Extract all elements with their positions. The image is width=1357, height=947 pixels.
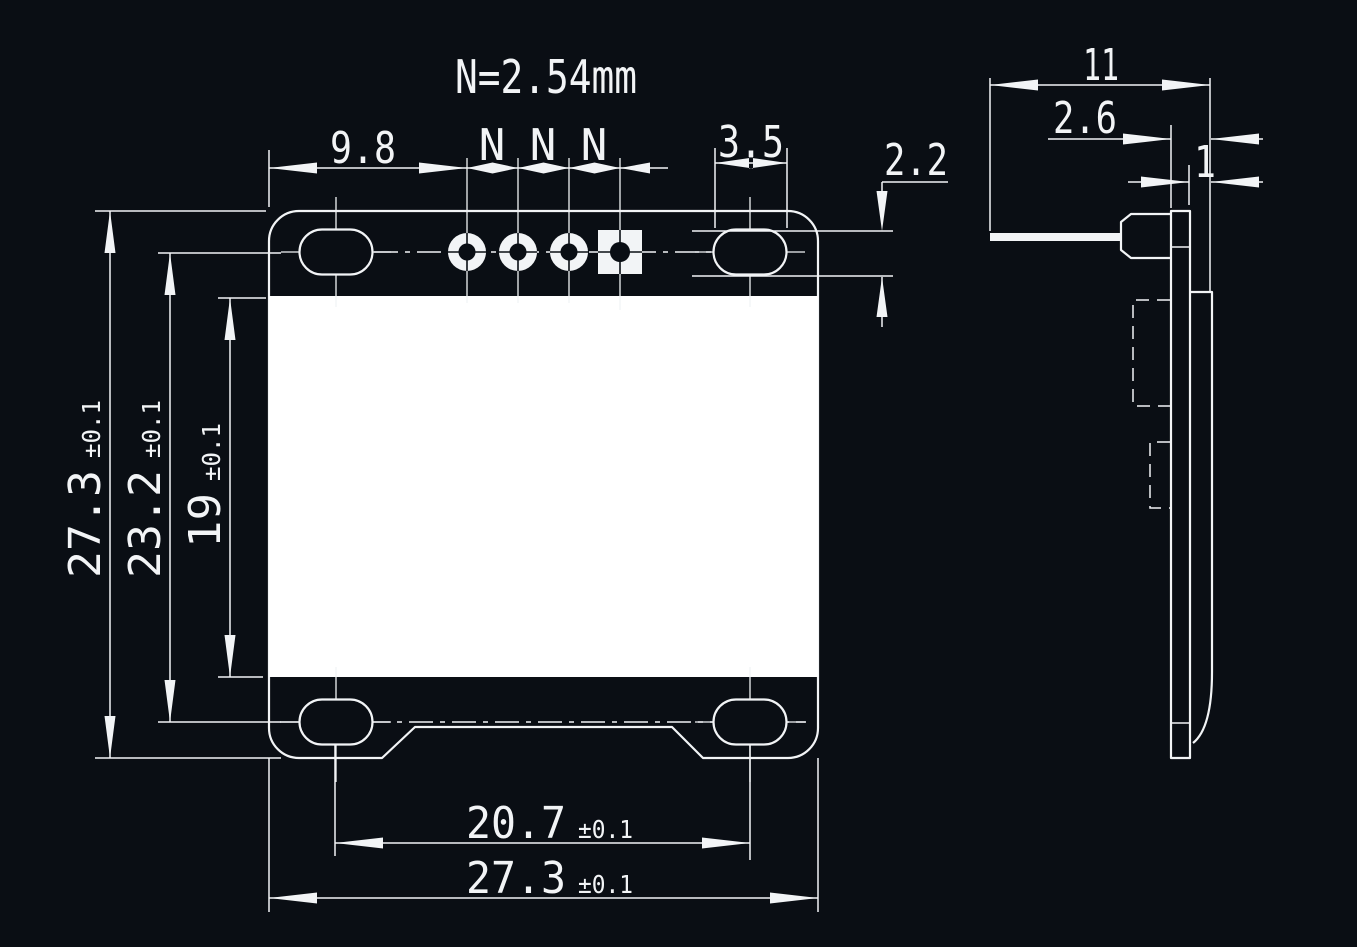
dim-bottom: 20.7 ±0.1 27.3 ±0.1: [268, 745, 819, 912]
hidden-component-large: [1132, 299, 1170, 407]
display-active-area: [269, 296, 818, 677]
pin-hole-2: [509, 243, 527, 261]
dim-slot-width: 3.5: [718, 117, 784, 168]
mounting-slot-bottom-left: [298, 698, 374, 746]
dim-hole-span-value: 20.7: [466, 798, 566, 849]
mounting-slot-bottom-right: [712, 698, 788, 746]
dim-panel-thickness: 1: [1194, 137, 1216, 188]
pin-hole-1: [458, 243, 476, 261]
pin-hole-3: [560, 243, 578, 261]
dim-pin-to-hole-row: 23.2 ±0.1: [120, 400, 171, 578]
front-view: 9.8 N N N 3.5 2.2 27.3 ±0.1: [60, 117, 948, 912]
dim-pin-to-hole-row-tol: ±0.1: [137, 400, 166, 458]
pin-hole-4: [610, 242, 630, 262]
dim-overall-width-value: 27.3: [466, 853, 566, 904]
dim-edge-to-pin1: 9.8: [330, 123, 396, 174]
dim-overall-height-value: 27.3: [60, 470, 111, 578]
dim-pitch-n1: N: [479, 120, 506, 171]
pcb-side-seams: [1171, 246, 1190, 724]
dim-top: 9.8 N N N 3.5: [268, 117, 788, 228]
dim-hole-span-tol: ±0.1: [578, 815, 633, 844]
dim-display-height-value: 19: [180, 493, 231, 548]
dim-display-height: 19 ±0.1: [180, 423, 231, 548]
mounting-slot-top-left: [298, 228, 374, 276]
pcb-side-profile: [1169, 209, 1192, 760]
dim-slot-height: 2.2: [692, 135, 948, 327]
display-glass-profile: [1190, 290, 1214, 744]
pitch-note-text: N=2.54mm: [455, 50, 637, 104]
dim-overall-width-tol: ±0.1: [578, 870, 633, 899]
dim-side: 11 2.6 1: [989, 40, 1263, 292]
dim-pitch-n3: N: [581, 120, 608, 171]
dim-pitch-n2: N: [530, 120, 557, 171]
side-view: 11 2.6 1: [989, 40, 1263, 760]
dim-pin-to-hole-row-value: 23.2: [120, 470, 171, 578]
dim-overall-depth: 11: [1083, 40, 1119, 91]
hidden-component-small: [1149, 441, 1170, 509]
dim-display-height-tol: ±0.1: [197, 423, 226, 481]
pin-lead: [990, 233, 1122, 241]
pin-header-body: [1119, 212, 1172, 260]
dim-left: 27.3 ±0.1 23.2 ±0.1 19 ±0.1: [60, 210, 281, 759]
dim-overall-height: 27.3 ±0.1: [60, 400, 111, 578]
dim-slot-height-text: 2.2: [884, 135, 948, 186]
dim-overall-height-tol: ±0.1: [77, 400, 106, 458]
pin-centerlines: [466, 158, 621, 310]
pin-pads: [448, 230, 642, 274]
mounting-slots: [281, 197, 805, 782]
mounting-slot-top-right: [712, 228, 788, 276]
dim-body-thickness: 2.6: [1053, 93, 1117, 144]
